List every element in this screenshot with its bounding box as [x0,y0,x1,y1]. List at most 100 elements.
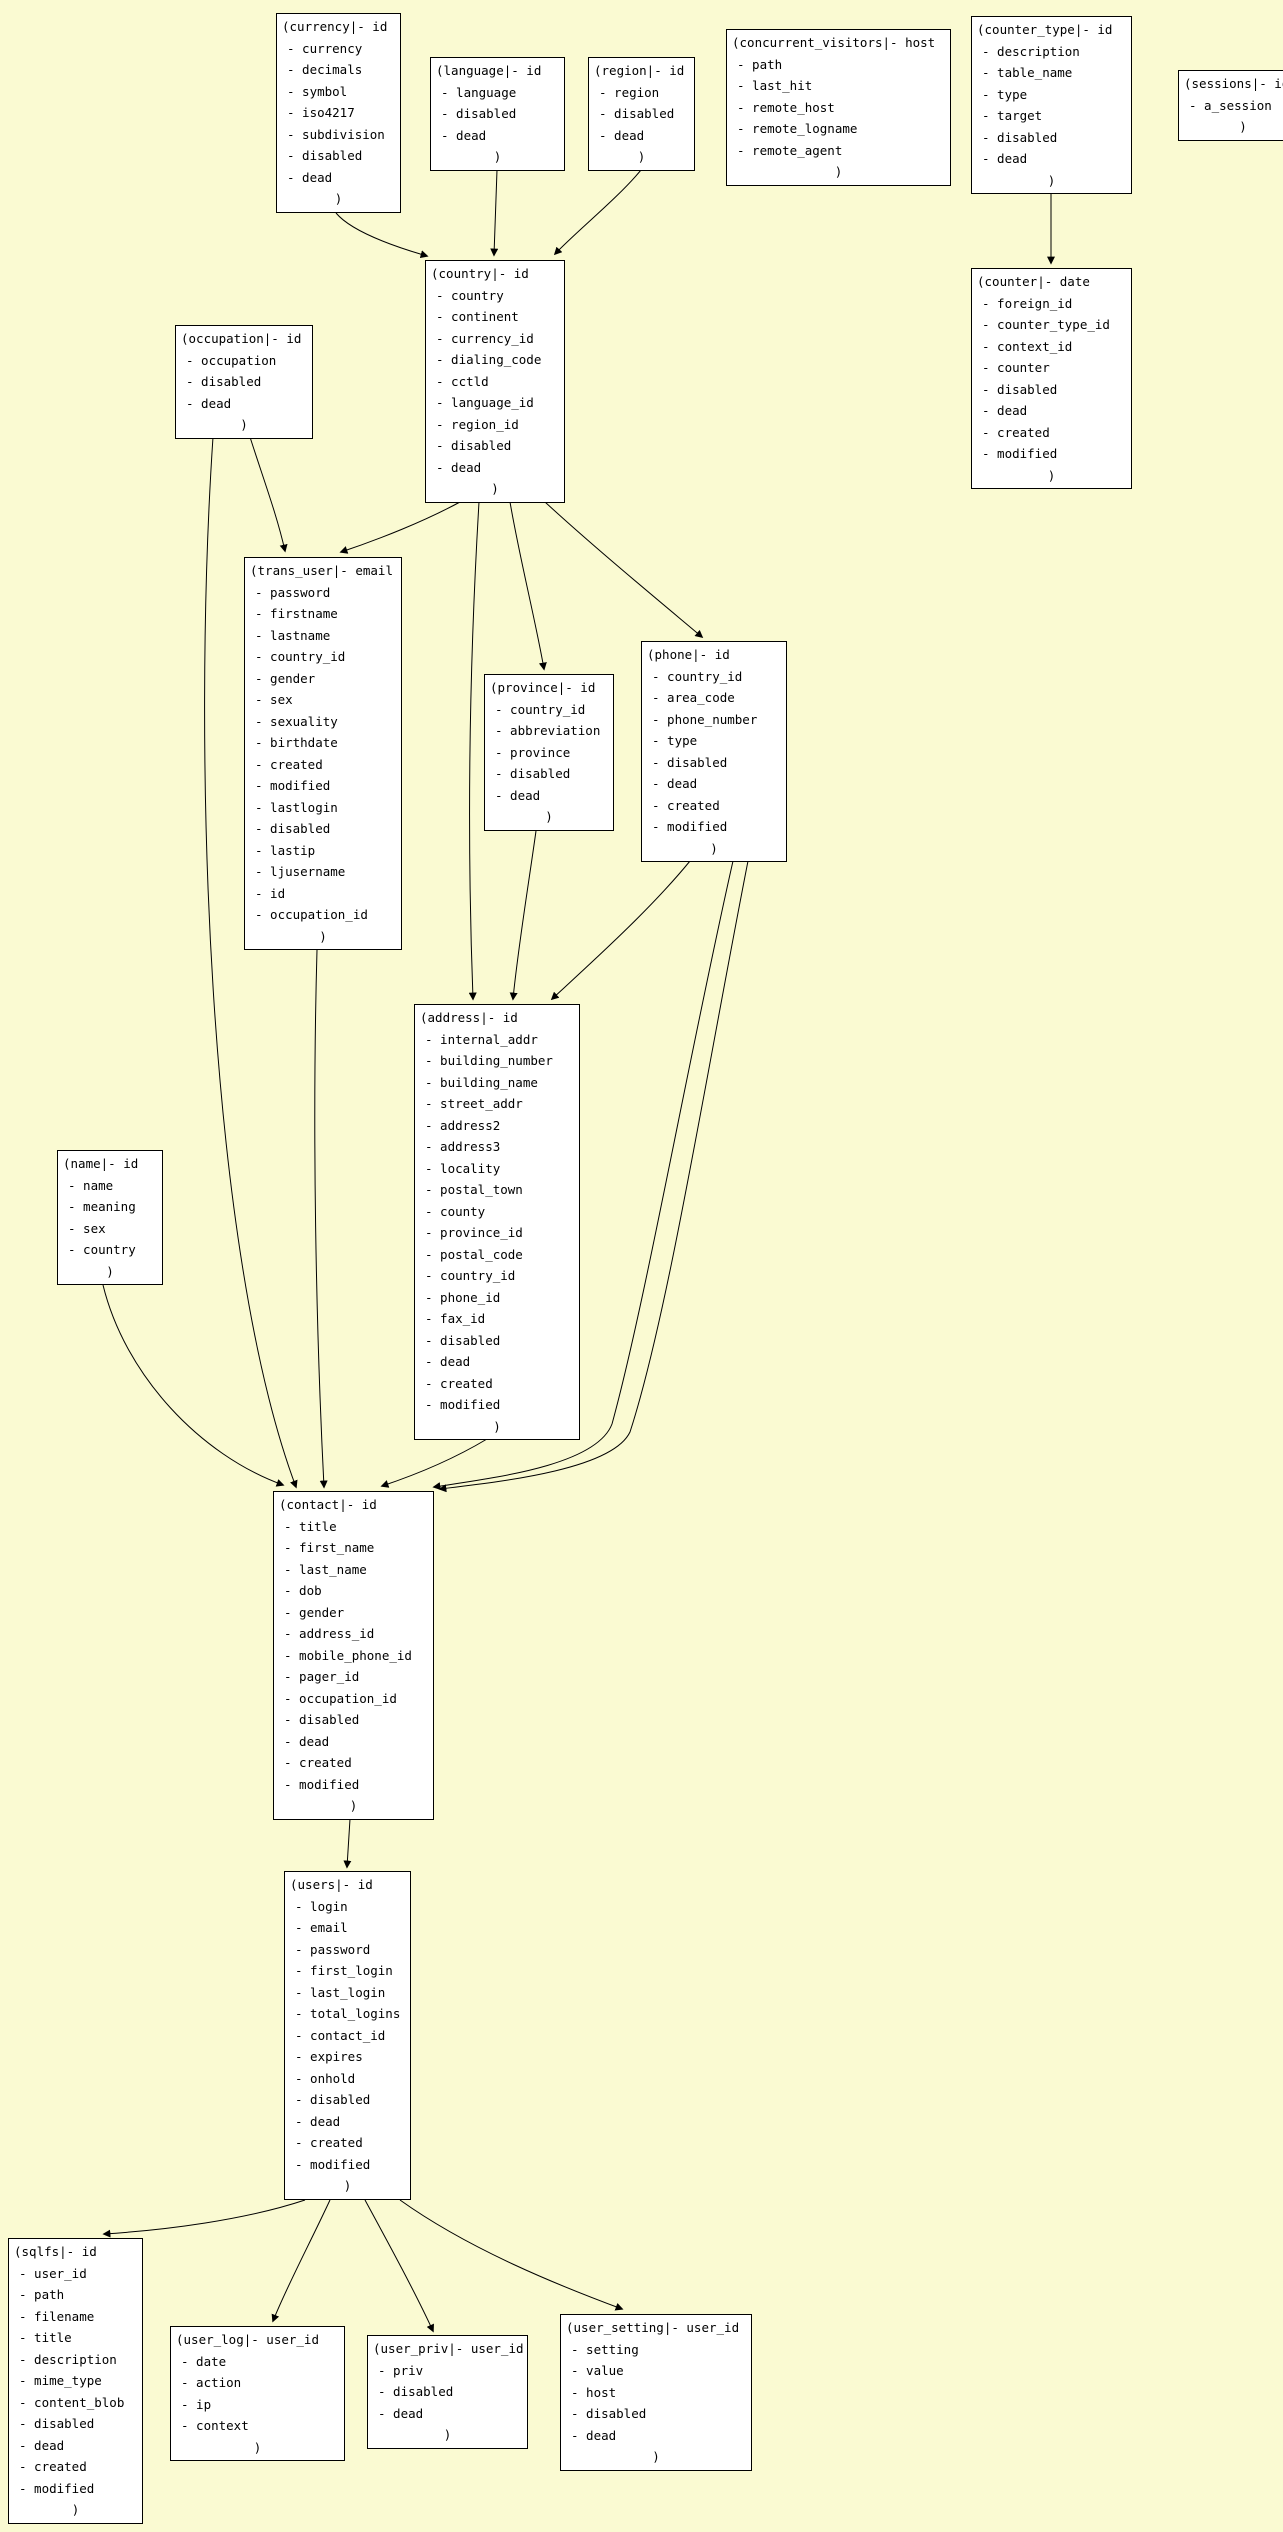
table-header: (user_priv|- user_id [373,2341,524,2356]
table-field: - modified [295,2156,371,2172]
table-field: - filename [19,2308,95,2324]
table-field: - disabled [19,2416,95,2431]
edge-contact-users [343,1818,352,1869]
table-field: - lastip [255,842,316,858]
table-field: - country_id [255,649,346,664]
edge-users-user_setting [399,2199,624,2311]
table-header: (province|- id [490,680,596,695]
table-node-province: (province|- id - country_id - abbreviation… [484,674,614,831]
table-field: - ljusername [255,864,346,879]
table-field: - a_session [1189,97,1272,113]
table-field: - dead [982,403,1028,418]
table-field: - context [181,2418,249,2433]
table-field: - dead [599,127,645,143]
table-field: - sex [68,1220,106,1236]
table-field: - dead [495,787,541,803]
table-field: - target [982,108,1043,123]
table-field: - disabled [982,129,1058,145]
table-field: - mobile_phone_id [284,1647,412,1663]
table-field: - password [295,1941,371,1957]
table-field: - last_hit [737,78,813,93]
table-field: - country_id [425,1268,516,1283]
table-close-paren: ) [106,1263,114,1279]
edge-country-trans_user [339,501,461,554]
table-field: - dob [284,1583,322,1598]
table-field: - disabled [441,106,517,121]
table-field: - gender [284,1604,345,1620]
table-field: - phone_number [652,711,758,727]
table-field: - address_id [284,1626,375,1641]
table-field: - cctld [436,373,489,389]
table-header: (sqlfs|- id [14,2244,97,2259]
table-field: - language_id [436,395,534,410]
table-close-paren: ) [443,2427,452,2442]
table-close-paren: ) [493,1418,501,1434]
table-field: - firstname [255,606,338,621]
table-field: - expires [295,2049,363,2064]
table-node-counter_type: (counter_type|- id- description- table_n… [971,16,1132,194]
table-field: - lastname [255,627,331,643]
table-field: - disabled [186,374,262,389]
edge-country-phone [544,501,704,639]
table-field: - last_name [284,1561,367,1577]
table-field: - occupation_id [255,907,368,922]
table-field: - occupation_id [284,1690,397,1706]
table-field: - disabled [436,438,512,453]
table-field: - region [599,84,660,100]
table-field: - province_id [425,1225,523,1240]
table-node-occupation: (occupation|- id- occupation- disabled- … [175,325,313,439]
table-header: (contact|- id [279,1497,377,1512]
table-node-region: (region|- id- region- disabled- dead) [588,57,695,171]
table-field: - province [495,744,571,760]
table-close-paren: ) [319,928,327,944]
table-field: - first_login [295,1963,393,1978]
table-close-paren: ) [710,840,718,856]
table-field: - disabled [599,106,675,121]
table-close-paren: ) [1047,172,1056,188]
table-field: - last_login [295,1984,386,2000]
table-field: - county [425,1203,486,1219]
table-node-country: (country|- id- country- continent- curre… [425,260,565,503]
table-header: (currency|- id [282,19,388,34]
table-field: - disabled [495,766,571,781]
edge-users-sqlfs [102,2199,306,2238]
table-field: - abbreviation [495,723,601,738]
table-field: - created [284,1755,352,1770]
table-field: - country_id [495,701,586,717]
table-field: - first_name [284,1540,375,1555]
table-field: - priv [378,2362,424,2378]
table-field: - address3 [425,1139,501,1154]
table-field: - dead [287,169,333,185]
table-field: - dead [425,1354,471,1369]
table-field: - disabled [571,2406,647,2421]
table-field: - host [571,2384,617,2400]
table-close-paren: ) [1239,119,1247,134]
edge-address-contact [380,1438,488,1488]
table-close-paren: ) [637,149,646,164]
table-field: - currency [287,40,363,56]
table-header: (user_setting|- user_id [566,2320,740,2335]
table-field: - created [255,756,323,772]
table-header: (name|- id [63,1156,139,1171]
table-field: - dialing_code [436,352,542,367]
table-close-paren: ) [491,481,499,496]
table-close-paren: ) [343,2178,352,2193]
table-field: - description [19,2351,117,2367]
table-field: - lastlogin [255,799,338,815]
table-field: - value [571,2363,624,2378]
table-field: - meaning [68,1199,136,1214]
table-field: - created [295,2135,363,2150]
table-field: - pager_id [284,1669,360,1684]
edge-currency-country [335,212,429,259]
table-field: - disabled [295,2092,371,2107]
edge-phone-address [550,860,691,1001]
table-field: - disabled [287,148,363,163]
table-close-paren: ) [349,1798,358,1813]
table-field: - user_id [19,2265,87,2281]
table-close-paren: ) [240,417,248,432]
table-field: - disabled [425,1332,501,1348]
table-field: - type [982,86,1028,102]
table-field: - locality [425,1160,501,1176]
table-close-paren: ) [334,191,343,206]
